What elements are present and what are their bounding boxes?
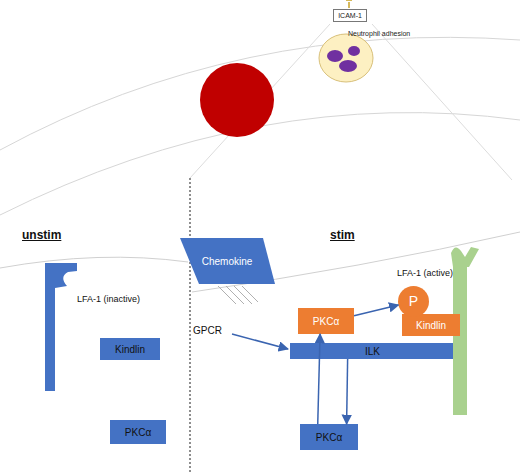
vessel-wall: [0, 37, 520, 150]
kinase-band: ILK: [290, 343, 455, 359]
node-text: ILK: [365, 346, 380, 357]
protein-box: Kindlin: [402, 314, 460, 336]
chemokine-shape: Chemokine: [177, 238, 277, 285]
cell-nucleus: [327, 50, 343, 62]
cell-nucleus: [348, 46, 360, 56]
receptor-label: GPCR: [193, 325, 222, 336]
ligand-box: ICAM-1: [333, 9, 367, 22]
red-blood-cell: [200, 63, 274, 137]
integrin-inactive: LFA-1 (inactive): [45, 255, 175, 395]
cell-nucleus: [339, 60, 357, 72]
neutrophil-cell: Neutrophil adhesion: [318, 26, 410, 84]
node-text: Kindlin: [416, 320, 446, 331]
node-text: P: [409, 294, 418, 309]
protein-box: PKCα: [300, 424, 358, 450]
state-heading: stim: [330, 228, 355, 242]
signal-arrow: [354, 305, 398, 316]
integrin-head: [55, 263, 77, 288]
cell-membrane: [0, 257, 188, 268]
divider-line: [189, 178, 190, 474]
cell-body: [319, 34, 373, 82]
phosphate-disc: [398, 286, 429, 317]
node-text: Neutrophil adhesion: [348, 30, 410, 38]
chemokine-signal: [218, 286, 258, 304]
node-text: LFA-1 (inactive): [77, 295, 140, 305]
integrin-head: [451, 247, 479, 267]
state-heading: unstim: [22, 228, 61, 242]
integrin-stalk: [453, 265, 467, 415]
node-text: PKCα: [316, 432, 342, 443]
node-text: Chemokine: [202, 256, 253, 267]
zoom-line: [372, 24, 512, 180]
protein-box: PKCα: [110, 420, 166, 444]
node-text: PKCα: [313, 316, 339, 327]
zoom-line: [190, 24, 330, 178]
node-outline: [45, 255, 175, 395]
gpcr-arrow: [232, 334, 288, 349]
integrin-stalk: [45, 263, 55, 391]
phosphate-circle: P: [398, 286, 429, 317]
signal-arrow: [318, 334, 320, 424]
node-text: LFA-1 (active): [397, 269, 453, 279]
signal-arrow: [347, 359, 348, 424]
icam-symbol: [346, 0, 352, 8]
node-text: PKCα: [125, 427, 151, 438]
protein-box: PKCα: [298, 308, 354, 334]
node-text: Kindlin: [115, 344, 145, 355]
protein-box: Kindlin: [100, 338, 160, 360]
node-text: ICAM-1: [338, 12, 362, 20]
chemokine-polygon: [180, 238, 275, 284]
